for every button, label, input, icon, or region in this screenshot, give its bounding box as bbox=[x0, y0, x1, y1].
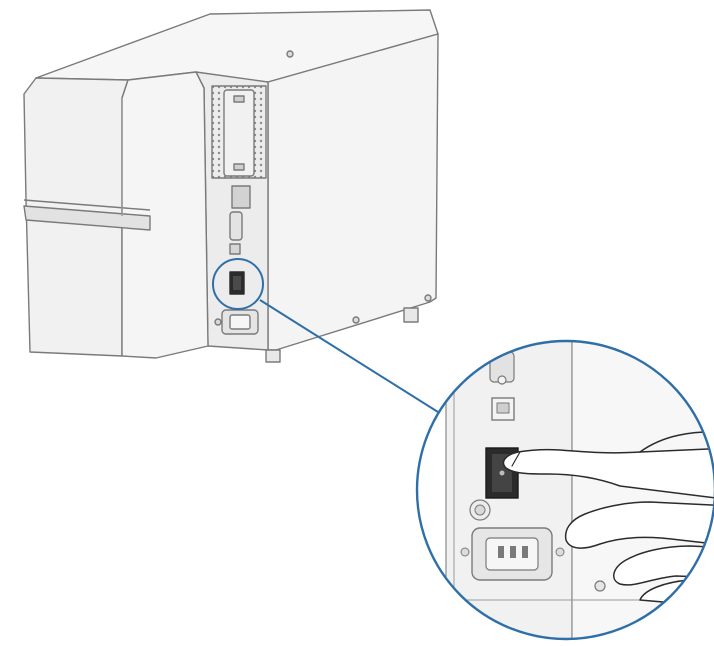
printer-front-door bbox=[121, 71, 209, 359]
usb-port-icon bbox=[229, 243, 241, 255]
printer-foot bbox=[265, 349, 281, 363]
zoom-callout-circle bbox=[415, 339, 714, 641]
printer-side-panel bbox=[267, 33, 439, 351]
callout-leader-line bbox=[259, 299, 439, 413]
serial-port-icon bbox=[229, 211, 243, 241]
printer-tear-bar bbox=[23, 205, 151, 231]
ethernet-port bbox=[231, 185, 251, 209]
printer-foot bbox=[403, 307, 419, 323]
zoom-detail bbox=[417, 341, 714, 639]
hand-icon bbox=[502, 430, 714, 609]
rear-option-plate bbox=[223, 89, 255, 177]
printer-icon bbox=[23, 9, 439, 363]
switch-highlight-circle bbox=[212, 258, 264, 310]
